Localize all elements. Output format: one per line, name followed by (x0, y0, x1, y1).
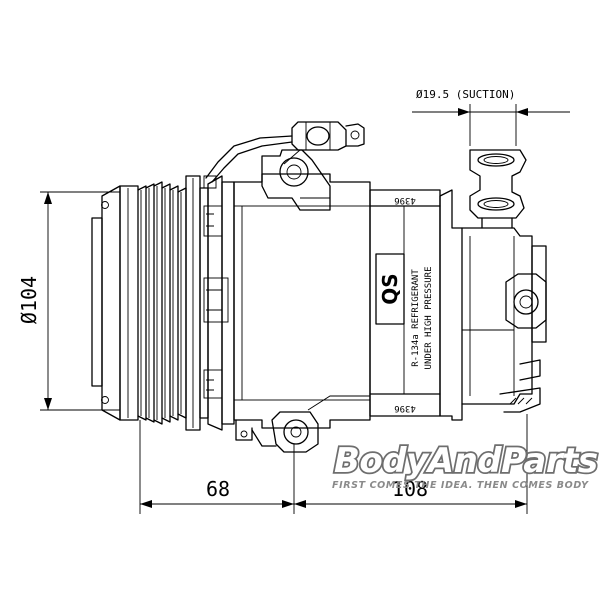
watermark: BodyAndParts FIRST COMES THE IDEA. THEN … (332, 439, 600, 491)
dimension-108-label: 108 (392, 477, 428, 501)
refrigerant-label-line1: R-134a REFRIGERANT (411, 269, 421, 367)
dimension-diameter-label: Ø104 (17, 276, 41, 324)
top-mount-ear (261, 149, 331, 211)
dimension-68-label: 68 (206, 477, 230, 501)
refrigerant-label-line2: UNDER HIGH PRESSURE (424, 267, 434, 370)
clutch-connector (203, 121, 365, 189)
dimension-widths: 68 108 (139, 414, 528, 514)
part-code-top: 4396 (394, 195, 416, 205)
watermark-tagline: FIRST COMES THE IDEA. THEN COMES BODY (332, 480, 589, 491)
rear-head (439, 189, 547, 421)
pulley (91, 175, 209, 431)
dimension-suction: Ø19.5 (SUCTION) (412, 88, 570, 146)
part-code-bottom: 4396 (394, 403, 416, 413)
watermark-title: BodyAndParts (334, 441, 598, 481)
front-housing (203, 173, 371, 447)
bottom-mount-ear (271, 395, 370, 453)
dimension-suction-label: Ø19.5 (SUCTION) (416, 88, 515, 101)
dimension-diameter: Ø104 (17, 191, 120, 411)
suction-port (469, 149, 527, 229)
brand-label: QS (378, 273, 402, 304)
pulley-grooves (137, 181, 187, 425)
label-plate: 4396 4396 QS R-134a REFRIGERANT UNDER HI… (369, 189, 441, 417)
